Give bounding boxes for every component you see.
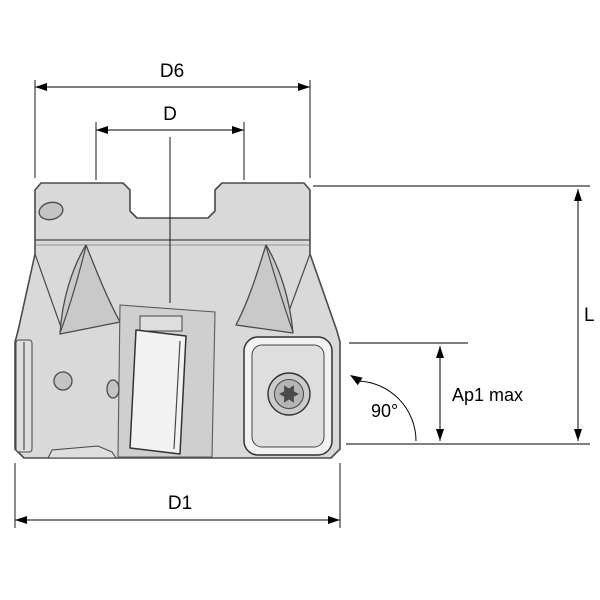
torx-socket [279,385,299,403]
right-flute [235,244,294,334]
angle-label: 90° [371,401,398,421]
center-insert-edge [173,340,181,450]
lead-angle-annotation: 90° [350,375,417,442]
d6-label: D6 [160,61,184,82]
dimension-l: L [313,185,595,445]
left-flute [59,244,121,335]
right-flute-curve [265,245,294,333]
angle-arrowhead [350,375,363,386]
l-label: L [584,305,595,326]
angle-arc [355,380,417,442]
dimension-d6: D6 [34,61,311,178]
cutter-body [14,182,341,459]
d-label: D [163,104,177,125]
oval-hole [38,201,64,221]
torx-screw-icon [267,372,311,416]
coolant-hole [106,379,120,399]
pin-hole [53,371,73,391]
ap1-label: Ap1 max [452,385,523,405]
bottom-insert-edge [47,445,117,459]
dimension-d1: D1 [14,463,341,528]
d1-label: D1 [168,493,192,514]
left-pocket-edge [34,253,63,331]
dimension-d: D [95,104,245,303]
center-insert [129,329,187,455]
left-flute-curve [59,245,87,334]
dimension-ap1: Ap1 max [349,342,523,441]
pocket-step [139,315,183,332]
